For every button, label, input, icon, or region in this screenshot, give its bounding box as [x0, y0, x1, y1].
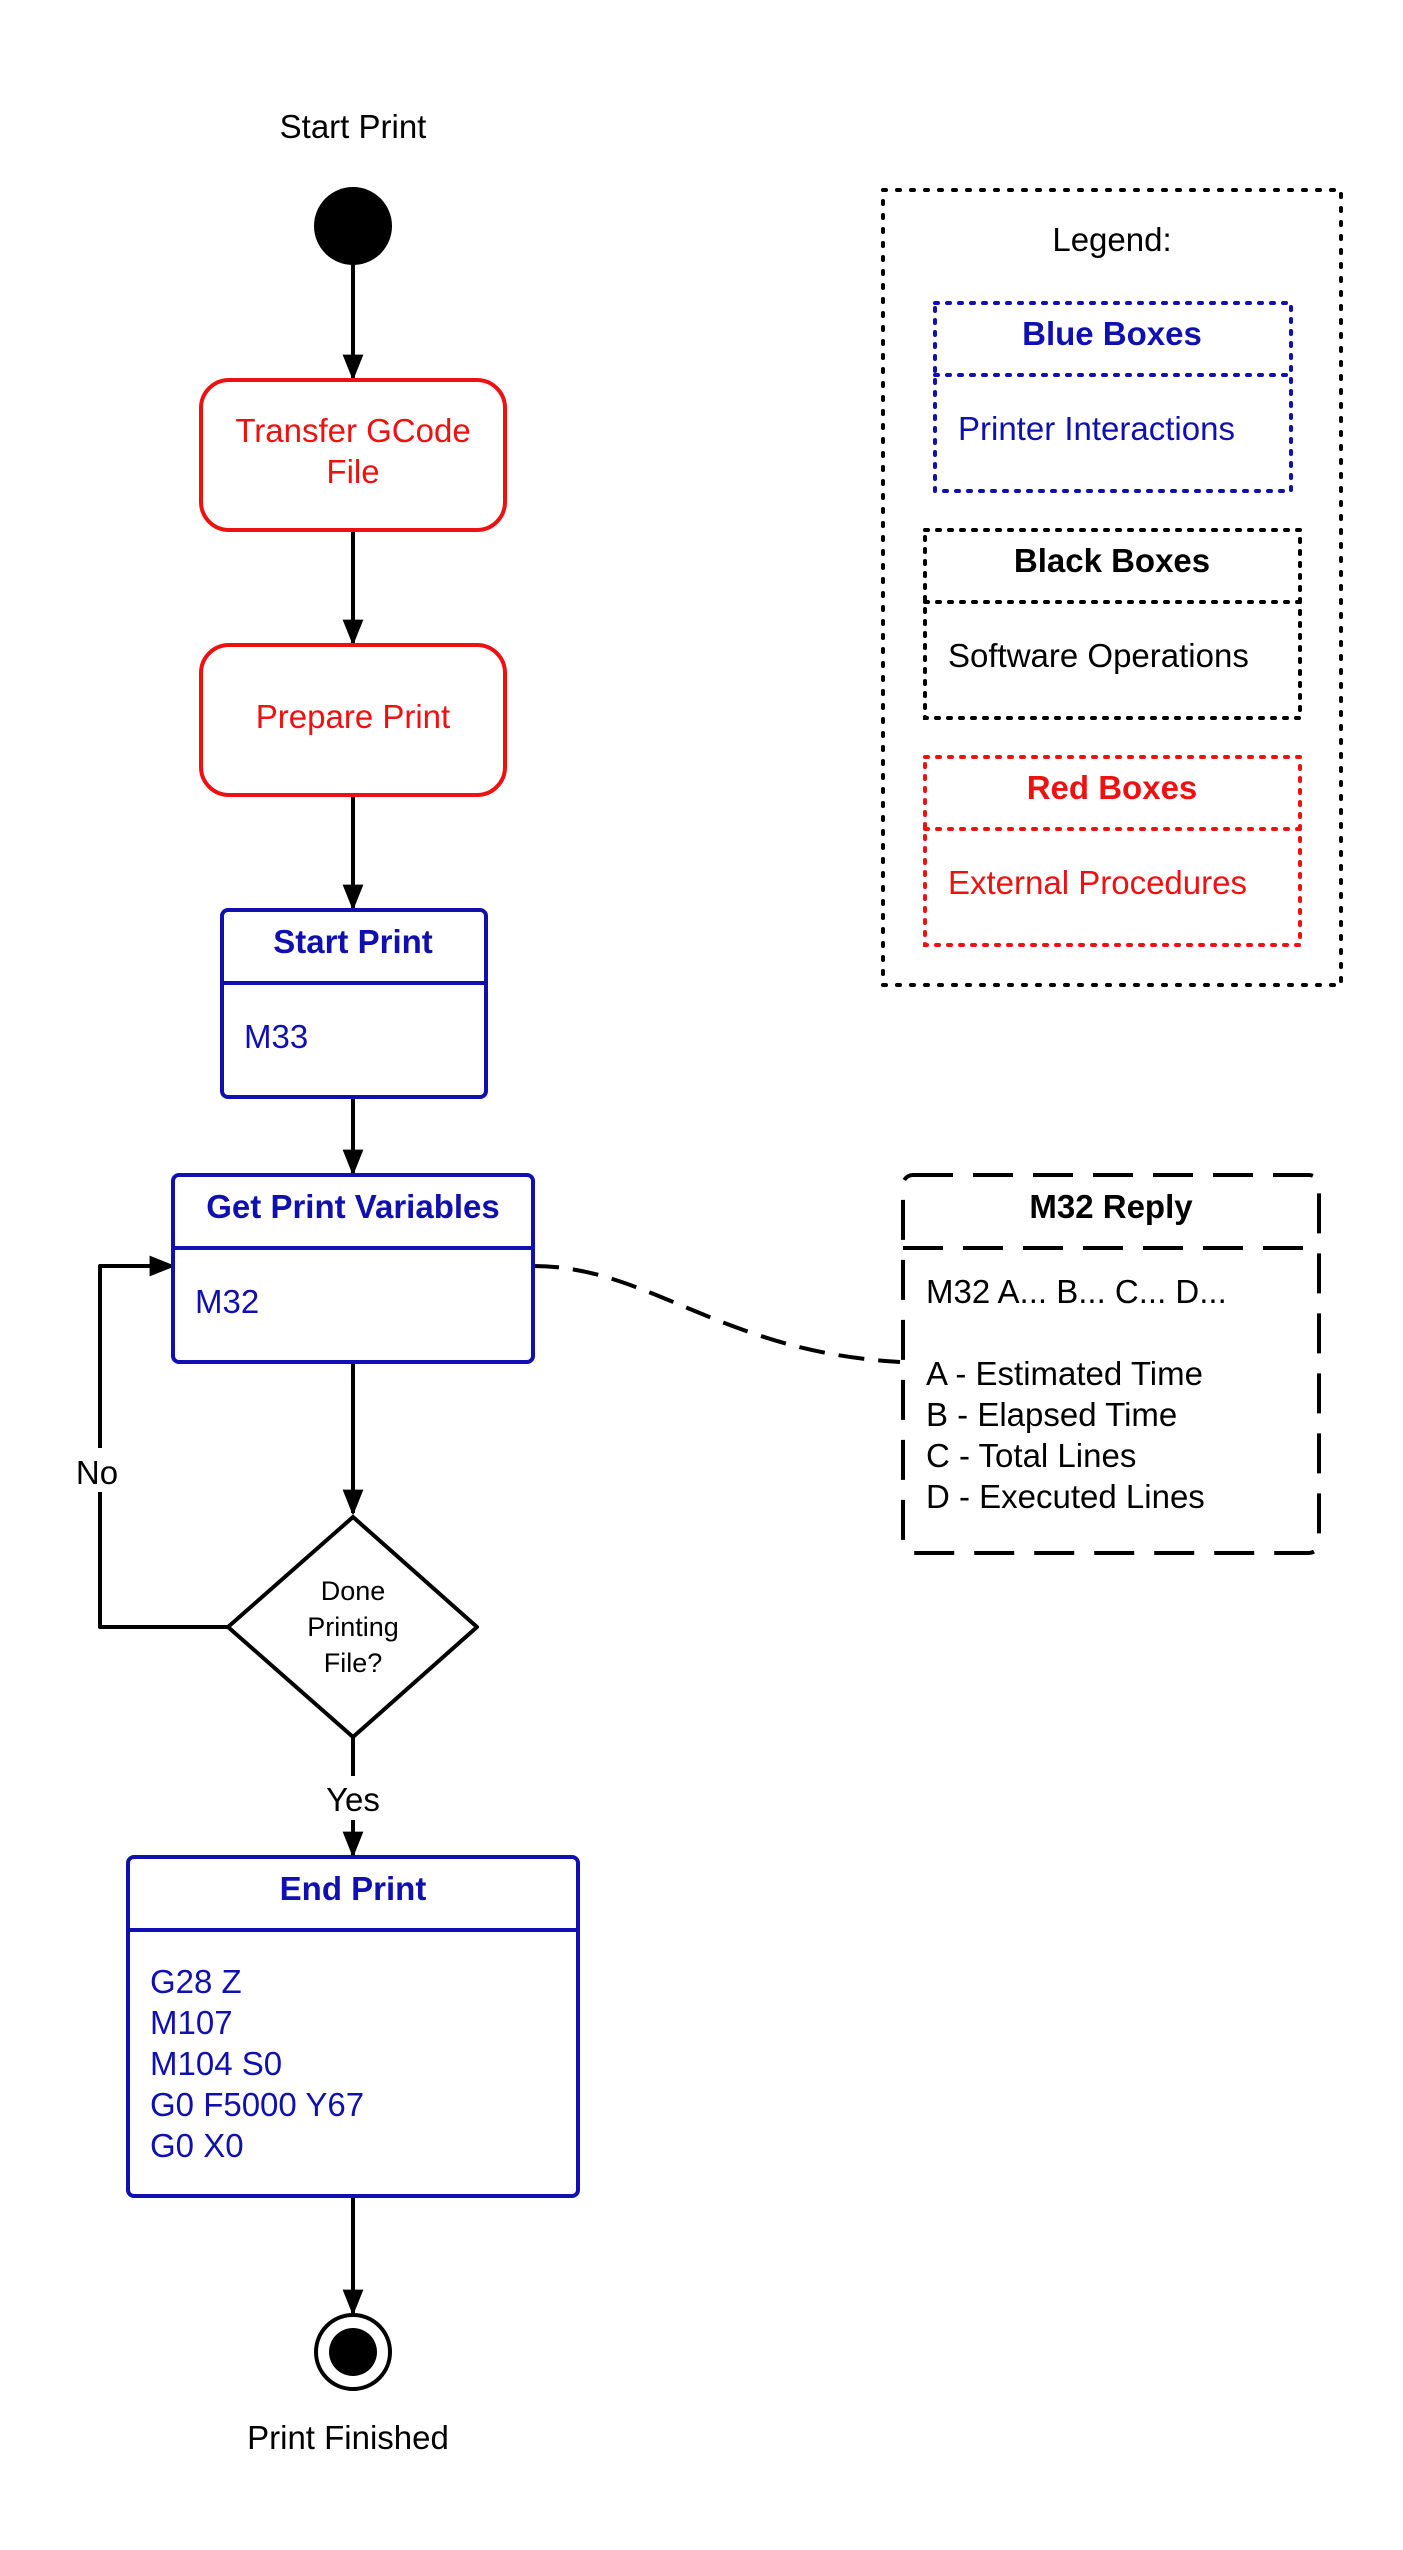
legend-red-box [923, 755, 1302, 947]
legend-blue-title: Blue Boxes [1022, 315, 1202, 352]
get-print-variables-title: Get Print Variables [206, 1188, 499, 1225]
reply-dashed-connector [532, 1264, 901, 1364]
connectors [98, 262, 901, 2316]
legend-black-box [923, 528, 1302, 720]
finish-label: Print Finished [247, 2419, 449, 2456]
legend-black-title: Black Boxes [1014, 542, 1210, 579]
get-print-variables-box [171, 1173, 535, 1364]
end-print-line-5: G0 X0 [150, 2127, 244, 2164]
decision-line-3: File? [324, 1648, 383, 1678]
yes-label-bg [320, 1776, 386, 1820]
end-print-line-1: G28 Z [150, 1963, 242, 2000]
m32-reply-line-4: B - Elapsed Time [926, 1396, 1177, 1433]
get-print-variables-line: M32 [195, 1283, 259, 1320]
no-label-bg [72, 1448, 128, 1492]
start-print-box-title: Start Print [273, 923, 433, 960]
m32-reply-title: M32 Reply [1029, 1188, 1193, 1225]
prepare-print-box [199, 643, 507, 797]
start-node [314, 187, 392, 265]
m32-reply-line-1: M32 A... B... C... D... [926, 1273, 1227, 1310]
end-print-line-4: G0 F5000 Y67 [150, 2086, 364, 2123]
legend-blue-body: Printer Interactions [958, 410, 1235, 447]
done-printing-decision [226, 1515, 479, 1739]
legend-title: Legend: [1052, 221, 1171, 258]
legend-red-body: External Procedures [948, 864, 1247, 901]
end-print-box-title: End Print [280, 1870, 427, 1907]
legend-frame [881, 188, 1343, 987]
arrow-decision-no-loop [98, 1255, 228, 1629]
m32-reply-line-3: A - Estimated Time [926, 1355, 1203, 1392]
end-print-line-3: M104 S0 [150, 2045, 282, 2082]
transfer-gcode-box [199, 378, 507, 532]
transfer-gcode-label-line2: File [326, 453, 379, 490]
no-label: No [76, 1454, 118, 1491]
finish-node-dot [329, 2328, 377, 2376]
yes-label: Yes [326, 1781, 380, 1818]
start-print-box-line: M33 [244, 1018, 308, 1055]
legend-red-title: Red Boxes [1027, 769, 1198, 806]
start-label: Start Print [280, 108, 427, 145]
legend-blue-box [933, 301, 1293, 493]
end-print-line-2: M107 [150, 2004, 233, 2041]
m32-reply-line-5: C - Total Lines [926, 1437, 1136, 1474]
end-print-box [126, 1855, 580, 2198]
transfer-gcode-label-line1: Transfer GCode [235, 412, 470, 449]
legend-black-body: Software Operations [948, 637, 1249, 674]
start-print-box [220, 908, 488, 1099]
decision-line-1: Done [321, 1576, 386, 1606]
m32-reply-box [901, 1173, 1321, 1555]
decision-line-2: Printing [307, 1612, 399, 1642]
m32-reply-line-6: D - Executed Lines [926, 1478, 1205, 1515]
prepare-print-label: Prepare Print [256, 698, 450, 735]
